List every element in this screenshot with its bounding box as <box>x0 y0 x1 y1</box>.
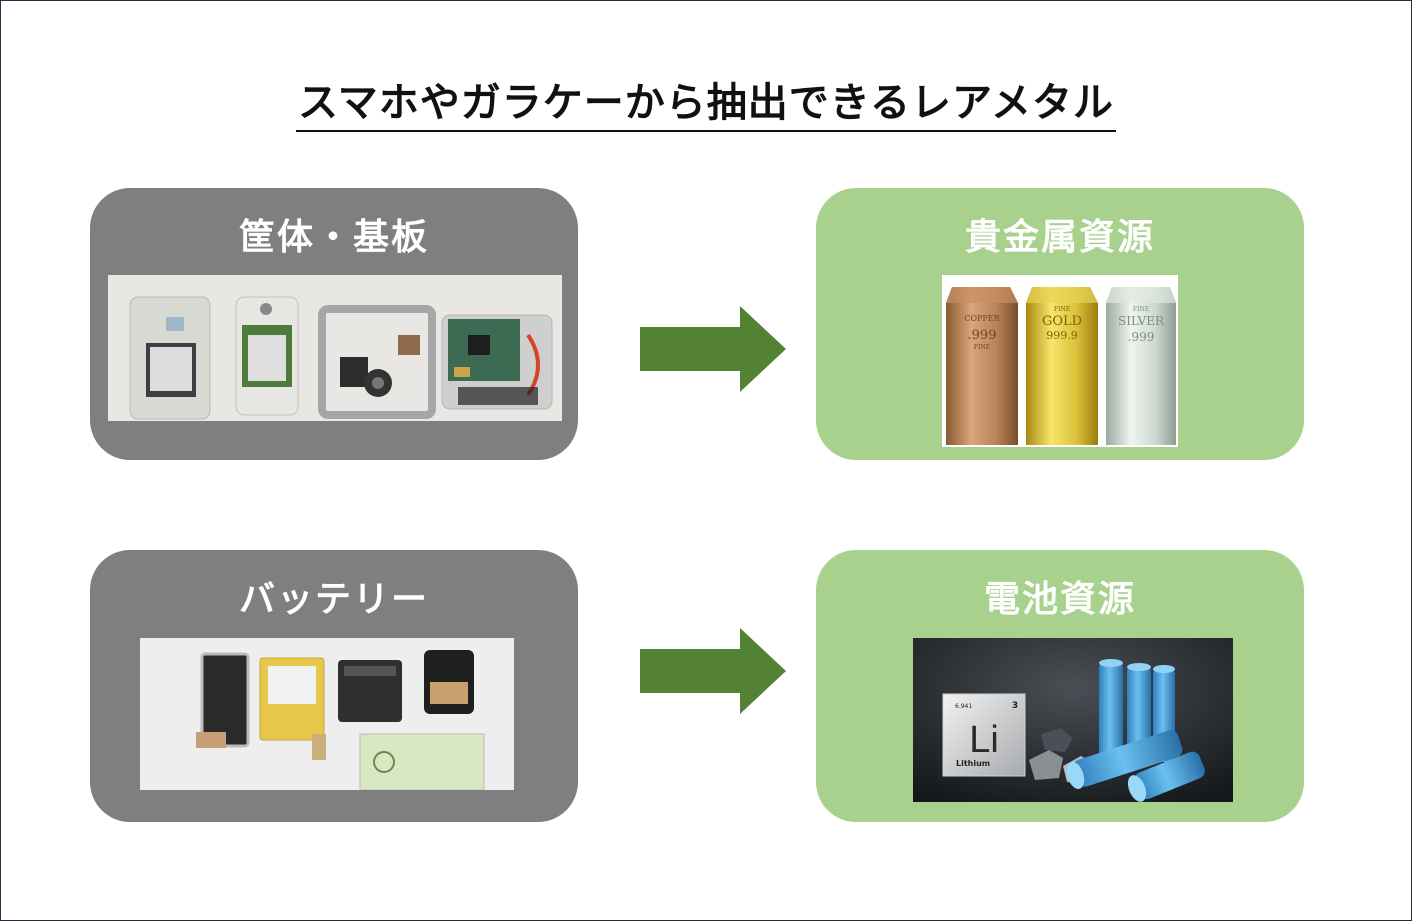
element-mass: 6.941 <box>955 703 972 710</box>
batteries-photo <box>140 638 514 790</box>
bar-gold-mid: GOLD <box>1042 314 1082 329</box>
arrow-right-icon <box>640 306 786 392</box>
arrow-right-icon <box>640 628 786 714</box>
target-box-battery-resources: 電池資源 6.941 3 Li Lithium <box>816 550 1304 822</box>
source-box-casing-board: 筐体・基板 <box>90 188 578 460</box>
element-symbol: Li <box>969 719 999 761</box>
metal-bars-photo: COPPER .999 FINE FINE GOLD 999.9 FINE SI… <box>942 275 1178 447</box>
bar-gold-top: FINE <box>1054 306 1070 313</box>
bar-copper-small: FINE <box>974 344 990 351</box>
source-label: 筐体・基板 <box>238 217 429 258</box>
bar-silver-small: .999 <box>1128 330 1155 344</box>
page-title-text: スマホやガラケーから抽出できるレアメタル <box>296 70 1116 132</box>
element-name: Lithium <box>956 759 990 768</box>
bar-copper-top: COPPER <box>964 314 1000 323</box>
source-box-battery: バッテリー <box>90 550 578 822</box>
target-label: 電池資源 <box>983 579 1136 620</box>
source-label: バッテリー <box>238 579 429 620</box>
bar-copper-mid: .999 <box>968 328 997 343</box>
element-number: 3 <box>1012 701 1018 711</box>
page-title: スマホやガラケーから抽出できるレアメタル <box>0 70 1412 132</box>
bar-silver-top: FINE <box>1133 306 1149 313</box>
phone-parts-photo <box>108 275 562 421</box>
bar-gold-small: 999.9 <box>1046 329 1078 342</box>
lithium-cells-photo: 6.941 3 Li Lithium <box>913 638 1233 802</box>
target-label: 貴金属資源 <box>964 217 1155 258</box>
target-box-precious-metals: 貴金属資源 <box>816 188 1304 460</box>
bar-silver-mid: SILVER <box>1118 314 1165 328</box>
